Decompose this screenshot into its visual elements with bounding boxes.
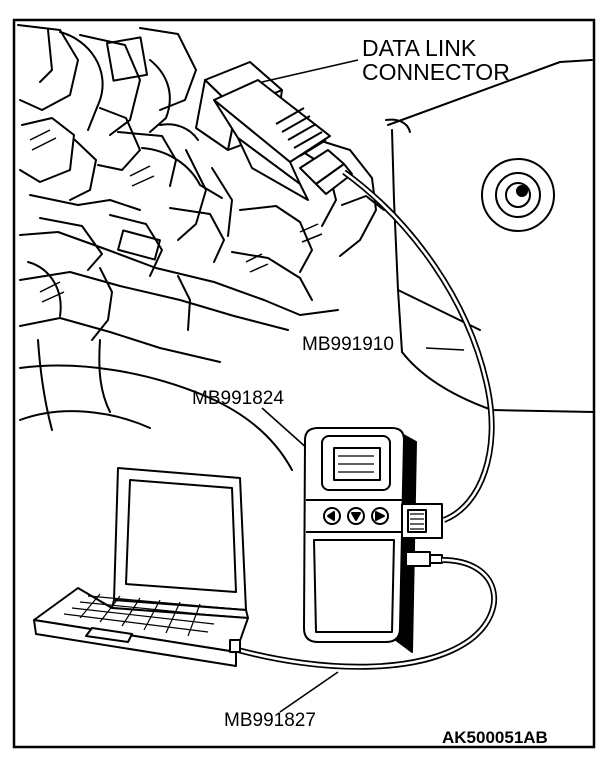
mb991910-cable-core (343, 170, 493, 522)
mb991827-cable-core (237, 558, 496, 669)
data-link-connector-label-line2: CONNECTOR (362, 59, 510, 85)
figure-id-label: AK500051AB (442, 728, 548, 747)
data-link-connector (195, 61, 353, 201)
cable-mb991910-label: MB991910 (302, 334, 394, 355)
scan-tool-mb991824 (303, 427, 443, 653)
scan-tool-mb991824-label: MB991824 (192, 388, 284, 409)
laptop-pc (33, 467, 249, 667)
dashboard-illustration (17, 24, 595, 471)
dashboard-hatching (29, 129, 323, 303)
data-link-connector-label-line1: DATA LINK (362, 35, 477, 61)
cable-mb991827-label: MB991827 (224, 710, 316, 731)
